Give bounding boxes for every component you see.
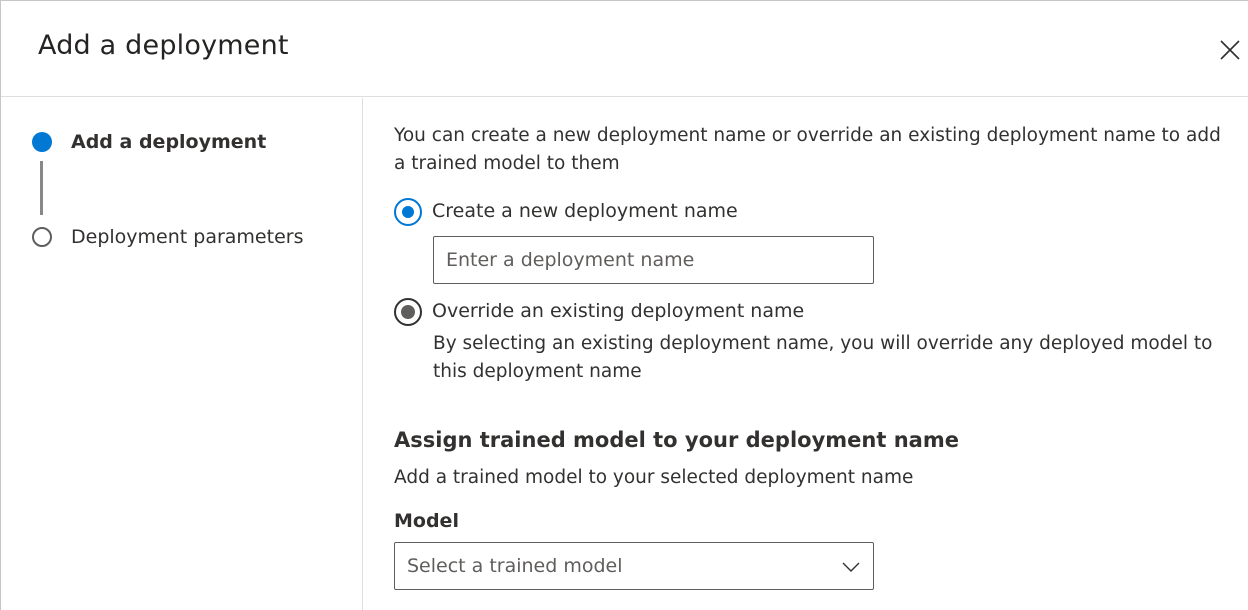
radio-override-existing[interactable] (394, 298, 422, 326)
step-connector (40, 161, 43, 215)
assign-section-description: Add a trained model to your selected dep… (394, 467, 914, 488)
assign-section-title: Assign trained model to your deployment … (394, 428, 959, 452)
step-indicator-pending (32, 227, 52, 247)
model-field-label: Model (394, 510, 459, 532)
override-description: By selecting an existing deployment name… (433, 333, 1213, 382)
intro-text: You can create a new deployment name or … (394, 125, 1221, 174)
radio-create-new-label[interactable]: Create a new deployment name (432, 200, 738, 222)
step-indicator-active (32, 132, 52, 152)
radio-create-new[interactable] (394, 198, 422, 226)
step-add-deployment[interactable]: Add a deployment (71, 131, 267, 153)
close-icon (1220, 40, 1240, 60)
stepper: Add a deployment Deployment parameters (1, 98, 363, 610)
close-button[interactable] (1217, 37, 1243, 63)
model-dropdown-placeholder: Select a trained model (407, 555, 623, 577)
radio-override-existing-label[interactable]: Override an existing deployment name (432, 300, 805, 322)
step-deployment-parameters[interactable]: Deployment parameters (71, 226, 304, 248)
dialog-header: Add a deployment (1, 1, 1248, 97)
dialog-title: Add a deployment (38, 30, 289, 61)
chevron-down-icon (842, 562, 860, 572)
deployment-name-input[interactable] (433, 236, 874, 284)
model-dropdown[interactable]: Select a trained model (394, 542, 874, 590)
